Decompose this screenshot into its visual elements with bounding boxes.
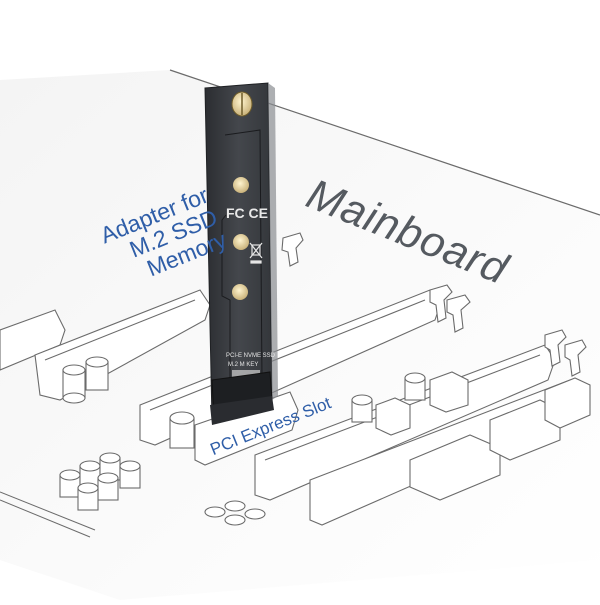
capacitor-pair-left <box>62 356 109 404</box>
standoff-icon <box>232 284 248 300</box>
capacitor-cluster-bottom <box>204 500 266 526</box>
card-silkscreen-sub: M.2 M KEY <box>228 362 258 368</box>
slot-latches <box>281 232 587 377</box>
m2-adapter-card: FC CE PCI-E NVME SSD M.2 M KEY <box>204 82 278 425</box>
capacitors <box>59 356 591 526</box>
card-silkscreen: PCI-E NVME SSD <box>226 353 276 359</box>
weee-icon <box>249 242 263 264</box>
chips-center <box>351 371 469 436</box>
standoff-icon <box>233 234 249 250</box>
barcode <box>232 370 260 378</box>
standoff-icon <box>233 177 249 193</box>
capacitor-cluster <box>59 452 141 511</box>
connectors-right <box>409 377 591 501</box>
capacitor-center <box>169 411 195 449</box>
fc-ce-mark-icon: FC CE <box>226 205 268 221</box>
